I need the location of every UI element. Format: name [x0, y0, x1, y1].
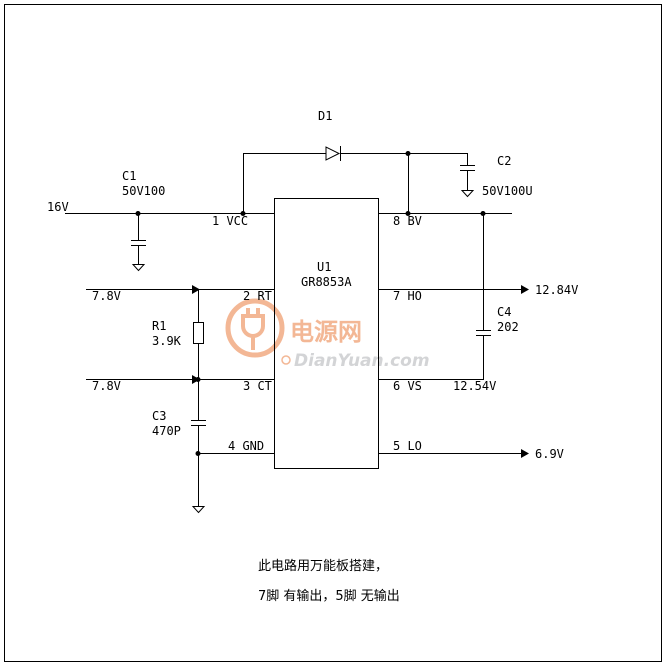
capacitor-c4 — [476, 213, 491, 379]
diode-d1 — [325, 146, 341, 161]
c2-ref-label: C2 — [497, 154, 511, 168]
pin4-label: 4 GND — [228, 439, 264, 453]
pin6-label: 6 VS — [393, 379, 422, 393]
watermark-en: DianYuan.com — [294, 351, 430, 371]
pin3-label: 3 CT — [243, 379, 272, 393]
junction-bv — [405, 211, 411, 216]
capacitor-c2 — [460, 153, 475, 198]
ho-voltage-label: 12.84V — [535, 283, 578, 297]
capacitor-c3 — [191, 379, 206, 514]
vin-label: 16V — [47, 200, 69, 214]
r1-ref-label: R1 — [152, 319, 166, 333]
pin2-label: 2 RT — [243, 289, 272, 303]
ct-voltage-label: 7.8V — [92, 379, 121, 393]
pin7-label: 7 HO — [393, 289, 422, 303]
ic-part-label: GR8853A — [301, 275, 352, 289]
arrow-rt-icon — [192, 285, 200, 294]
c2-value-label: 50V100U — [482, 184, 533, 198]
rt-voltage-label: 7.8V — [92, 289, 121, 303]
watermark-registered-icon — [281, 355, 291, 365]
lo-voltage-label: 6.9V — [535, 447, 564, 461]
c4-value-label: 202 — [497, 320, 519, 334]
watermark: 电源网 DianYuan.com — [225, 298, 430, 371]
frame-border — [4, 4, 662, 662]
watermark-plug-icon — [241, 308, 265, 350]
ground-c2-icon — [460, 190, 475, 198]
ic-body — [274, 198, 379, 469]
d1-ref-label: D1 — [318, 109, 332, 123]
capacitor-c1 — [131, 213, 146, 272]
c1-value-label: 50V100 — [122, 184, 165, 198]
watermark-logo-icon — [225, 298, 285, 358]
ground-c3-icon — [191, 506, 206, 514]
ground-c1-icon — [131, 264, 146, 272]
resistor-r1 — [193, 289, 204, 379]
pin8-label: 8 BV — [393, 214, 422, 228]
arrow-ho-icon — [521, 285, 529, 294]
r1-value-label: 3.9K — [152, 334, 182, 348]
ic-ref-label: U1 — [317, 260, 331, 274]
arrow-lo-icon — [521, 449, 529, 458]
note-line-2: 7脚 有输出，5脚 无输出 — [258, 588, 400, 604]
pin1-label: 1 VCC — [212, 214, 248, 228]
watermark-cn: 电源网 — [290, 318, 362, 346]
c3-value-label: 470P — [152, 424, 181, 438]
c4-ref-label: C4 — [497, 305, 511, 319]
junction-gnd — [195, 451, 201, 456]
c1-ref-label: C1 — [122, 169, 136, 183]
c3-ref-label: C3 — [152, 409, 166, 423]
vs-voltage-label: 12.54V — [453, 379, 496, 393]
note-line-1: 此电路用万能板搭建， — [258, 558, 388, 574]
junction-vcc — [240, 211, 246, 216]
pin5-label: 5 LO — [393, 439, 422, 453]
